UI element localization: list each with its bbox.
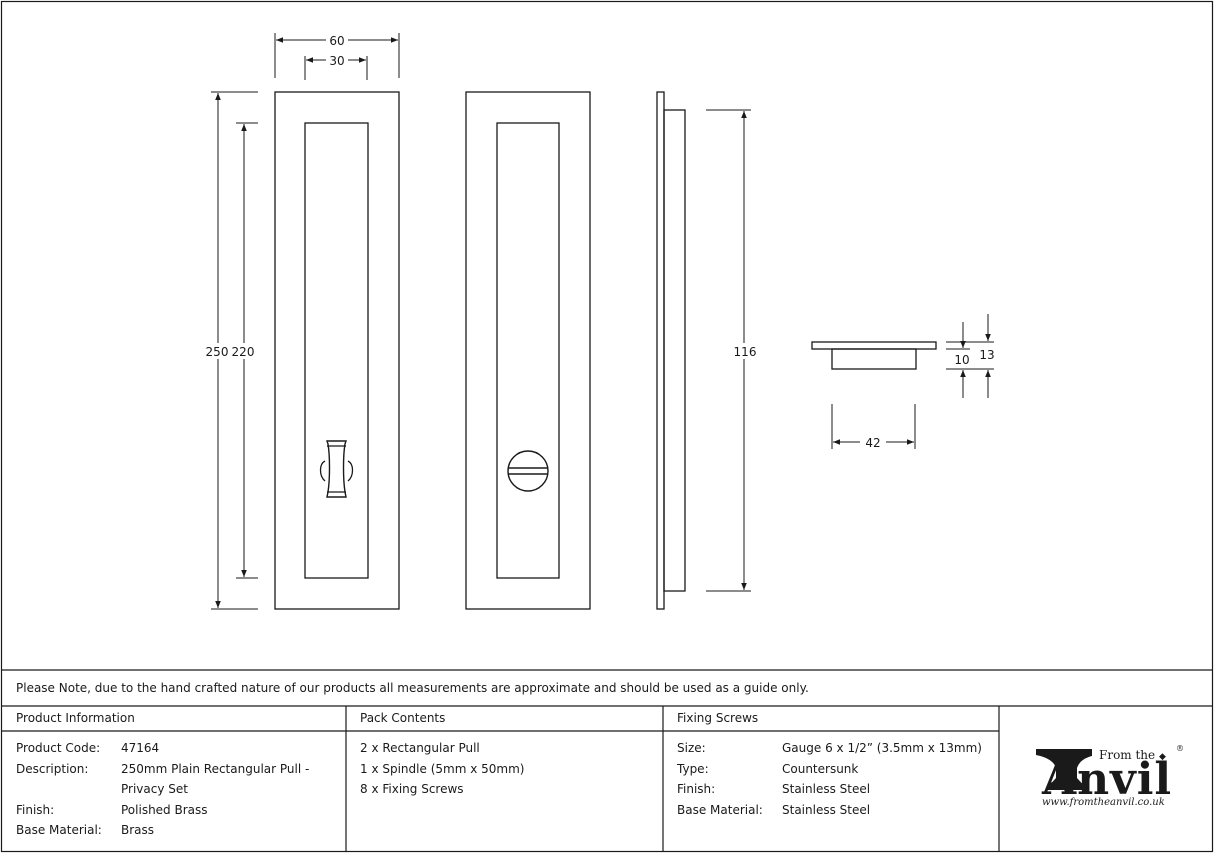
description-value-cont: Privacy Set xyxy=(121,782,188,796)
pack-item: 1 x Spindle (5mm x 50mm) xyxy=(360,762,525,776)
logo-url: www.fromtheanvil.co.uk xyxy=(1042,797,1165,808)
top-plate xyxy=(811,341,937,350)
front-view-thumbturn xyxy=(274,91,400,610)
back-view-release xyxy=(465,91,591,610)
logo-brand: Anvil xyxy=(1042,754,1173,805)
pack-item: 8 x Fixing Screws xyxy=(360,782,464,796)
dim-body-depth: 10 xyxy=(954,353,969,367)
screw-finish-label: Finish: xyxy=(677,782,716,796)
top-dimensions xyxy=(831,314,994,449)
side-body xyxy=(663,109,686,592)
anvil-logo-icon xyxy=(1036,749,1092,790)
screw-type-value: Countersunk xyxy=(782,762,859,776)
finish-label: Finish: xyxy=(16,803,55,817)
dim-body-width: 42 xyxy=(865,436,880,450)
product-code-label: Product Code: xyxy=(16,741,101,755)
screw-material-value: Stainless Steel xyxy=(782,803,871,817)
back-plate-outer xyxy=(465,91,591,610)
logo-registered: ® xyxy=(1176,744,1184,753)
thumbturn-icon xyxy=(319,440,354,498)
front-plate-recess xyxy=(304,122,369,579)
logo-from-the: From the ◆ xyxy=(1099,748,1166,762)
emergency-release-icon xyxy=(507,450,549,492)
description-value: 250mm Plain Rectangular Pull - xyxy=(121,762,310,776)
product-code-value: 47164 xyxy=(121,741,160,755)
pack-contents-heading: Pack Contents xyxy=(360,711,446,725)
dim-inner-width: 30 xyxy=(329,54,344,68)
side-view xyxy=(656,91,686,610)
dim-outer-height: 250 xyxy=(206,345,229,359)
front-plate-outer xyxy=(274,91,400,610)
base-material-label: Base Material: xyxy=(16,823,102,837)
back-plate-recess xyxy=(496,122,560,579)
screw-material-label: Base Material: xyxy=(677,803,763,817)
screw-size-label: Size: xyxy=(677,741,706,755)
product-info-heading: Product Information xyxy=(16,711,135,725)
dim-total-depth: 13 xyxy=(979,348,994,362)
side-plate xyxy=(656,91,665,610)
base-material-value: Brass xyxy=(121,823,155,837)
dim-side-height: 116 xyxy=(734,345,757,359)
dim-inner-height: 220 xyxy=(232,345,255,359)
screw-finish-value: Stainless Steel xyxy=(782,782,871,796)
description-label: Description: xyxy=(16,762,89,776)
screw-type-label: Type: xyxy=(677,762,709,776)
top-view xyxy=(811,341,937,370)
top-body xyxy=(831,348,917,370)
info-table-frame xyxy=(2,669,1212,851)
screw-size-value: Gauge 6 x 1/2” (3.5mm x 13mm) xyxy=(782,741,982,755)
finish-value: Polished Brass xyxy=(121,803,208,817)
fixing-screws-heading: Fixing Screws xyxy=(677,711,759,725)
dim-outer-width: 60 xyxy=(329,34,344,48)
pack-item: 2 x Rectangular Pull xyxy=(360,741,480,755)
measurement-note: Please Note, due to the hand crafted nat… xyxy=(16,681,809,695)
